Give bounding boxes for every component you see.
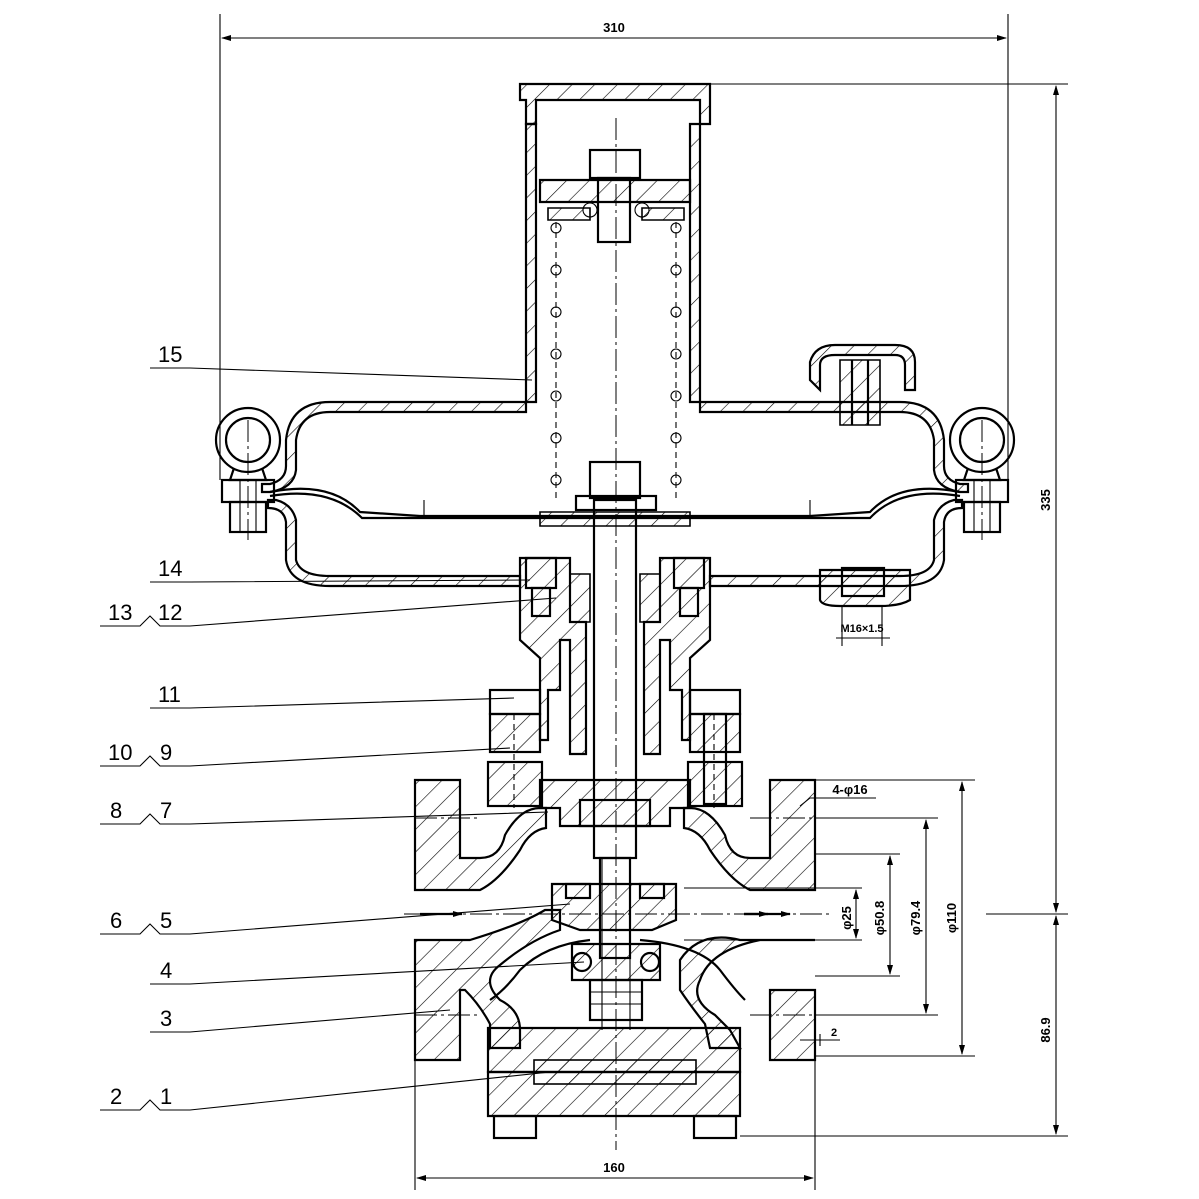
bonnet <box>518 556 712 756</box>
part-label-6: 6 <box>110 908 122 933</box>
part-label-5: 5 <box>160 908 172 933</box>
dimension-lines <box>219 14 1068 1190</box>
dim-diameter-50-8: φ50.8 <box>872 901 887 936</box>
spring-coil-section <box>670 348 682 360</box>
part-label-12: 12 <box>158 600 182 625</box>
spring-coil-section <box>670 432 682 444</box>
dim-thread: M16×1.5 <box>840 623 883 635</box>
spring-coil-section <box>670 264 682 276</box>
part-label-2: 2 <box>110 1084 122 1109</box>
dim-diameter-25: φ25 <box>839 906 854 930</box>
part-label-14: 14 <box>158 556 182 581</box>
dim-flange-holes: 4-φ16 <box>832 782 867 797</box>
dim-lower-height: 86.9 <box>1038 1017 1053 1042</box>
dim-body-length: 160 <box>603 1160 625 1175</box>
part-label-10: 10 <box>108 740 132 765</box>
dim-diameter-110: φ110 <box>944 903 959 933</box>
spring-coil-section <box>550 222 562 234</box>
spring-coil-section <box>670 474 682 486</box>
dim-gap: 2 <box>831 1027 837 1039</box>
part-label-15: 15 <box>158 342 182 367</box>
part-label-9: 9 <box>160 740 172 765</box>
spring <box>550 222 682 500</box>
spring-coil-section <box>550 264 562 276</box>
dimension-texts: 310 335 86.9 160 φ25 φ50.8 φ79.4 φ110 4-… <box>603 20 1053 1175</box>
dim-diameter-79-4: φ79.4 <box>908 900 923 935</box>
spring-coil-section <box>550 348 562 360</box>
spring-coil-section <box>550 306 562 318</box>
part-labels: 15 14 13 12 11 10 9 8 7 6 5 4 3 2 1 <box>108 342 182 1109</box>
spring-coil-section <box>550 432 562 444</box>
upper-diaphragm-case <box>260 343 970 494</box>
spring-coil-section <box>670 306 682 318</box>
part-label-1: 1 <box>160 1084 172 1109</box>
spring-coil-section <box>670 390 682 402</box>
valve-disc <box>538 778 692 1022</box>
part-label-7: 7 <box>160 798 172 823</box>
diaphragm <box>269 460 961 527</box>
valve-body <box>413 778 817 1140</box>
part-label-3: 3 <box>160 1006 172 1031</box>
leader-lines <box>100 367 585 1111</box>
spring-coil-section <box>670 222 682 234</box>
body-bolts <box>486 688 744 808</box>
spring-coil-section <box>550 474 562 486</box>
dim-overall-height: 335 <box>1038 489 1053 511</box>
part-label-4: 4 <box>160 958 172 983</box>
part-label-8: 8 <box>110 798 122 823</box>
part-label-11: 11 <box>158 682 181 707</box>
spring-coil-section <box>550 390 562 402</box>
dim-overall-width: 310 <box>603 20 625 35</box>
part-label-13: 13 <box>108 600 132 625</box>
